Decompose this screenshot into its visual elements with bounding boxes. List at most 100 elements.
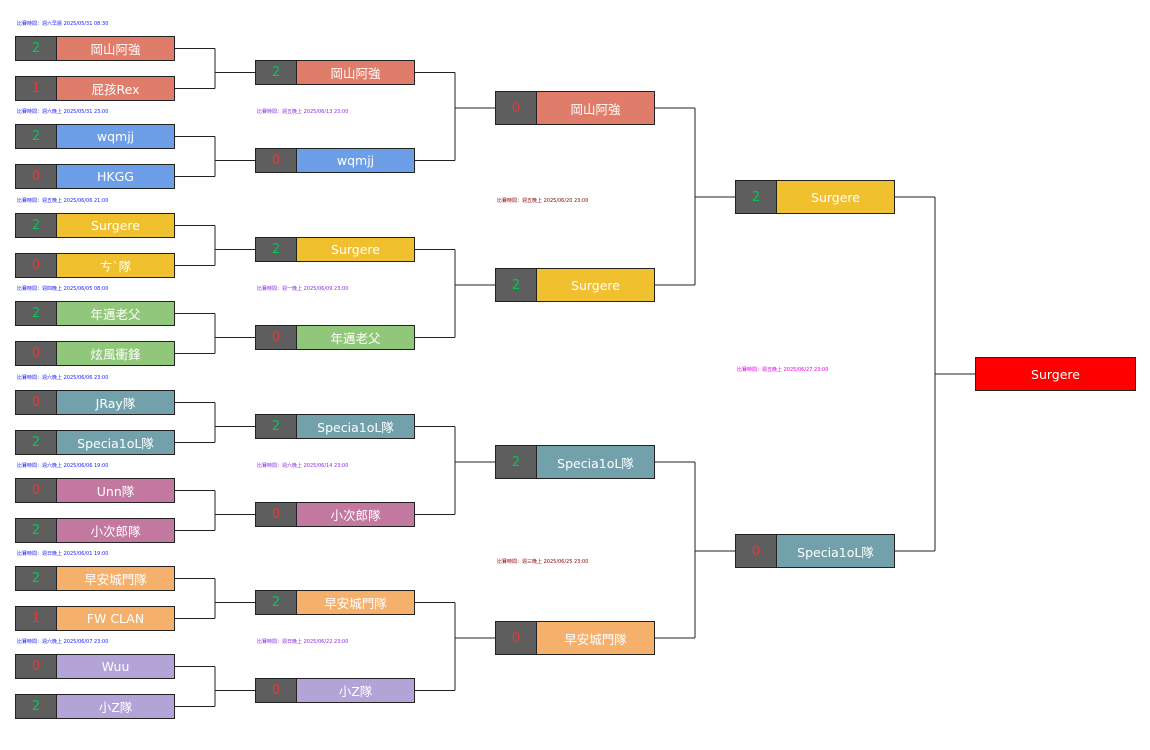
team-score: 0 xyxy=(256,149,297,172)
match-note-final: 比賽時間：週五晚上 2025/06/27 23:00 xyxy=(737,367,829,373)
match-note-r1-7: 比賽時間：週日晚上 2025/06/01 19:00 xyxy=(17,551,109,557)
team-name: Unn隊 xyxy=(57,479,174,502)
team-score: 1 xyxy=(16,607,57,630)
team-score: 2 xyxy=(256,415,297,438)
match-note-r1-6: 比賽時間：週六晚上 2025/06/06 19:00 xyxy=(17,463,109,469)
team-name: 年邁老父 xyxy=(297,326,414,349)
team-name: ㄘˋ隊 xyxy=(57,254,174,277)
team-name: JRay隊 xyxy=(57,391,174,414)
match-note-r1-5: 比賽時間：週六晚上 2025/06/06 23:00 xyxy=(17,375,109,381)
team-name: 小次郎隊 xyxy=(297,503,414,526)
team-name: 小Z隊 xyxy=(57,695,174,718)
match-note-r3-2: 比賽時間：週三晚上 2025/06/25 23:00 xyxy=(497,559,589,565)
team-score: 0 xyxy=(16,655,57,678)
match-note-r1-4: 比賽時間：週四晚上 2025/06/05 08:00 xyxy=(17,286,109,292)
match-note-r1-1: 比賽時間：週六早晨 2025/05/31 08:30 xyxy=(17,21,109,27)
team-name: 年邁老父 xyxy=(57,302,174,325)
team-score: 2 xyxy=(496,269,537,301)
match-note-r1-8: 比賽時間：週六晚上 2025/06/07 23:00 xyxy=(17,639,109,645)
team-name: Surgere xyxy=(777,181,894,213)
team-score: 2 xyxy=(736,181,777,213)
team-score: 0 xyxy=(256,503,297,526)
team-name: 早安城門隊 xyxy=(297,591,414,614)
team-name: 小次郎隊 xyxy=(57,519,174,542)
team-name: wqmjj xyxy=(57,125,174,148)
team-score: 2 xyxy=(16,695,57,718)
team-score: 2 xyxy=(16,125,57,148)
team-score: 2 xyxy=(16,567,57,590)
team-name: Surgere xyxy=(297,238,414,261)
team-name: HKGG xyxy=(57,165,174,188)
team-score: 0 xyxy=(496,622,537,654)
team-score: 0 xyxy=(16,254,57,277)
team-score: 2 xyxy=(16,519,57,542)
team-name: wqmjj xyxy=(297,149,414,172)
team-score: 0 xyxy=(16,342,57,365)
team-score: 1 xyxy=(16,77,57,100)
team-name: Specia1oL隊 xyxy=(297,415,414,438)
team-name: 早安城門隊 xyxy=(537,622,654,654)
team-score: 2 xyxy=(256,591,297,614)
team-score: 0 xyxy=(16,479,57,502)
team-name: 小Z隊 xyxy=(297,679,414,702)
team-name: 岡山阿強 xyxy=(537,92,654,124)
match-note-r2-2: 比賽時間：週一晚上 2025/06/09 23:00 xyxy=(257,286,349,292)
team-score: 2 xyxy=(16,302,57,325)
champion-name: Surgere xyxy=(1031,366,1080,382)
match-note-r1-3: 比賽時間：週五晚上 2025/06/06 21:00 xyxy=(17,198,109,204)
team-score: 2 xyxy=(16,431,57,454)
team-name: 炫風衝鋒 xyxy=(57,342,174,365)
team-score: 2 xyxy=(496,446,537,478)
match-note-r3-1: 比賽時間：週五晚上 2025/06/20 23:00 xyxy=(497,198,589,204)
team-score: 2 xyxy=(256,61,297,84)
team-score: 0 xyxy=(496,92,537,124)
team-score: 2 xyxy=(16,214,57,237)
match-note-r1-2: 比賽時間：週六晚上 2025/05/31 23:00 xyxy=(17,109,109,115)
team-name: Surgere xyxy=(537,269,654,301)
team-name: 岡山阿強 xyxy=(297,61,414,84)
team-score: 0 xyxy=(16,165,57,188)
match-note-r2-4: 比賽時間：週日晚上 2025/06/22 23:00 xyxy=(257,639,349,645)
team-name: 早安城門隊 xyxy=(57,567,174,590)
team-score: 0 xyxy=(16,391,57,414)
team-name: Wuu xyxy=(57,655,174,678)
team-score: 2 xyxy=(16,37,57,60)
team-name: FW CLAN xyxy=(57,607,174,630)
team-score: 0 xyxy=(736,535,777,567)
team-name: Specia1oL隊 xyxy=(777,535,894,567)
team-name: Surgere xyxy=(57,214,174,237)
champion-slot[interactable]: Surgere xyxy=(975,357,1136,391)
